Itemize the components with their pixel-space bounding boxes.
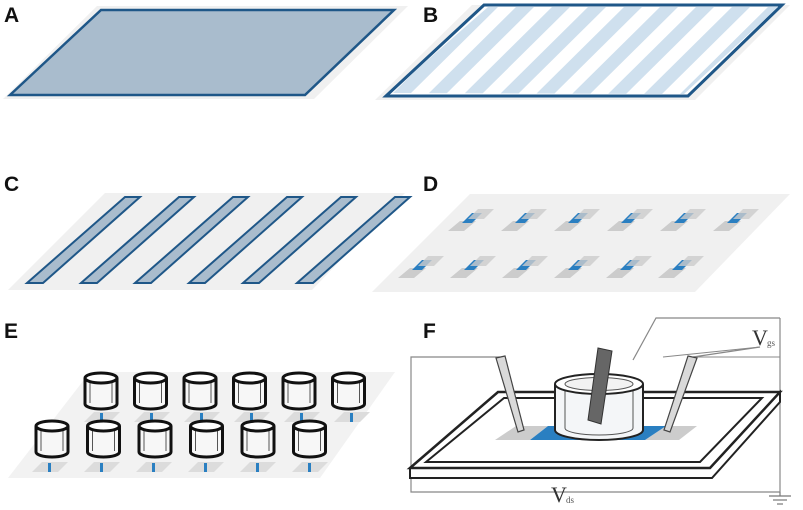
device-e (184, 412, 220, 422)
cylinder-well-icon (281, 371, 317, 411)
cylinder-well-icon (83, 371, 119, 411)
stripe-c (78, 196, 197, 284)
device-e (136, 462, 172, 472)
stripe-b (570, 7, 680, 94)
etched-stripes-c (24, 196, 413, 284)
well-inner (564, 386, 634, 436)
device-e (334, 412, 370, 422)
device-array-d (398, 209, 759, 278)
wire-frame-left (662, 346, 761, 358)
probe-left-icon (495, 355, 525, 433)
cylinder-well-icon (133, 371, 168, 411)
stripe-b (642, 7, 752, 94)
device-e (188, 462, 224, 472)
device-d (554, 209, 600, 231)
probe-right-icon (663, 355, 698, 433)
vgs-subscript: gs (767, 338, 776, 348)
cylinder-well-icon (182, 371, 218, 411)
ground-symbol-icon (769, 492, 791, 505)
well-array-e (34, 371, 366, 459)
stripe-c (24, 196, 143, 284)
vds-symbol: V (551, 482, 567, 507)
device-d (501, 209, 547, 231)
stripe-b (426, 7, 536, 94)
stripe-c (186, 196, 305, 284)
stripe-b (390, 7, 500, 94)
stripes-b (390, 7, 778, 94)
device-d (450, 256, 496, 278)
stripe-b (462, 7, 572, 94)
stripe-c (240, 196, 359, 284)
wire-drain-loop (410, 356, 780, 493)
cylinder-well-icon (34, 419, 70, 459)
panel-c: C (4, 173, 413, 290)
device-array-e (32, 412, 370, 472)
panel-label-f: F (423, 320, 436, 343)
wire-gs-to-probe (692, 346, 761, 358)
cylinder-well-icon (292, 419, 327, 459)
cylinder-well-icon (137, 419, 173, 459)
gate-electrode-icon (587, 347, 613, 425)
panel-label-d: D (423, 173, 438, 196)
panel-e: E (4, 320, 395, 478)
cylinder-well-icon (86, 419, 121, 459)
cylinder-well-icon (331, 371, 366, 411)
substrate-d (372, 194, 790, 292)
vds-subscript: ds (566, 495, 575, 505)
cylinder-well-icon (240, 419, 276, 459)
stripe-c (294, 196, 413, 284)
stripe-c (132, 196, 251, 284)
device-d (448, 209, 494, 231)
panel-b: B (375, 3, 790, 100)
device-e (292, 462, 328, 472)
cylinder-well-icon (189, 419, 224, 459)
device-d (713, 209, 759, 231)
panel-f: V gs V ds F (406, 317, 791, 507)
device-e (240, 462, 276, 472)
stripe-b (606, 7, 716, 94)
device-e (284, 412, 320, 422)
drain-contact (645, 426, 697, 440)
device-e (134, 412, 170, 422)
stripe-b (534, 7, 644, 94)
cylinder-well-icon (232, 371, 267, 411)
stripe-b (498, 7, 608, 94)
panel-label-a: A (4, 4, 19, 27)
wire-gate (632, 317, 780, 361)
panel-label-e: E (4, 320, 18, 343)
device-d (554, 256, 600, 278)
device-e (234, 412, 270, 422)
device-e (32, 462, 68, 472)
device-e (84, 462, 120, 472)
device-d (502, 256, 548, 278)
panel-a: A (3, 4, 408, 99)
panel-d: D (372, 173, 790, 292)
device-d (658, 256, 704, 278)
continuous-film-a (6, 8, 398, 97)
device-d (398, 256, 444, 278)
vgs-symbol: V (752, 325, 768, 350)
device-e (84, 412, 120, 422)
device-d (607, 209, 653, 231)
source-contact (495, 426, 548, 440)
device-d (660, 209, 706, 231)
panel-label-b: B (423, 4, 438, 27)
panel-label-c: C (4, 173, 19, 196)
device-d (606, 256, 652, 278)
